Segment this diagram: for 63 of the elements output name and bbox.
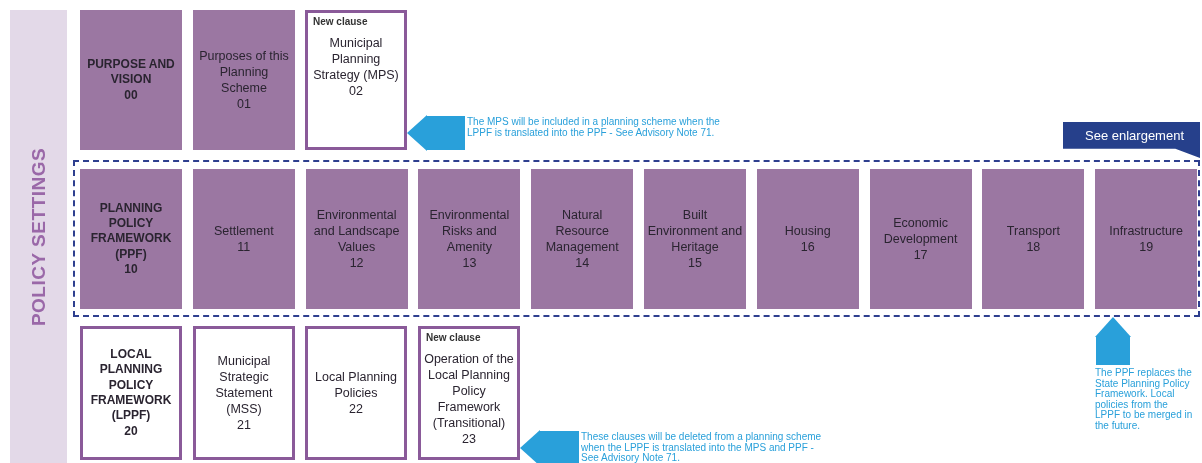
clause-box [80,169,182,309]
clause-number: 10 [124,262,138,278]
clause-number: 20 [124,423,138,440]
clause-title: Settlement [213,223,274,239]
clause-box [193,10,295,150]
clause-number: 17 [913,247,928,263]
clause-title: Built Environment and Heritage [647,207,743,255]
clause-box [418,326,520,460]
clause-title: Transport [1006,223,1060,239]
clause-number: 00 [124,87,138,104]
clause-number: 19 [1139,239,1154,255]
section-band [10,10,67,463]
pointer-arrow [1095,317,1131,365]
clause-number: 13 [462,255,477,271]
clause-number: 12 [349,255,364,271]
clause-title: Natural Resource Management [544,207,620,255]
clause-title: Environmental Risks and Amenity [428,207,511,255]
clause-title: LOCAL PLANNING POLICY FRAMEWORK (LPPF) [89,346,173,424]
clause-number: 02 [349,83,363,99]
clause-box [305,10,407,150]
clause-title: Housing [784,223,831,239]
dashed-group-frame [73,160,1200,317]
clause-title: Municipal Strategic Statement (MSS) [214,353,274,417]
clause-box [1095,169,1198,309]
clause-box [305,169,408,309]
clause-title: PLANNING POLICY FRAMEWORK (PPF) [89,200,173,263]
clause-box [531,169,634,309]
pointer-arrow [407,115,465,151]
clause-title: PURPOSE AND VISION [86,56,176,88]
clause-tag: New clause [313,16,368,27]
clause-box [193,326,295,460]
clause-tag: New clause [426,332,481,343]
clause-number: 15 [688,255,702,271]
clause-box [869,169,972,309]
pointer-arrow [520,430,579,463]
section-title: POLICY SETTINGS [27,147,50,326]
clause-number: 11 [237,239,251,255]
clause-number: 01 [237,96,251,112]
clause-number: 16 [800,239,815,255]
clause-title: Operation of the Local Planning Policy Framework (Transitional) [424,351,514,431]
note-text: The PPF replaces the State Planning Policy Framework. Local policies from the LPPF to be merged in the future. [1095,368,1193,448]
clause-box [80,10,182,150]
clause-number: 14 [575,255,590,271]
clause-title: Economic Development [882,215,959,247]
clause-title: Purposes of this Planning Scheme [198,48,290,96]
clause-box [418,169,521,309]
clause-box [192,169,295,309]
clause-box [644,169,746,309]
clause-title: Environmental and Landscape Values [312,207,401,255]
clause-number: 23 [462,431,476,447]
note-text: These clauses will be deleted from a planning scheme when the LPPF is translated into the MPS and PPF - See Advisory Note 71. [581,432,826,463]
clause-title: Municipal Planning Strategy (MPS) [312,35,400,83]
clause-title: Infrastructure [1109,223,1183,239]
clause-title: Local Planning Policies [314,369,398,401]
clause-box [80,326,182,460]
clause-box [982,169,1085,309]
callout-tab: See enlargement [1063,122,1200,158]
clause-number: 18 [1026,239,1041,255]
clause-box [756,169,859,309]
clause-box [305,326,407,460]
clause-number: 21 [237,417,251,433]
note-text: The MPS will be included in a planning scheme when the LPPF is translated into the PPF - See Advisory Note 71. [467,117,725,151]
clause-number: 22 [349,401,363,417]
